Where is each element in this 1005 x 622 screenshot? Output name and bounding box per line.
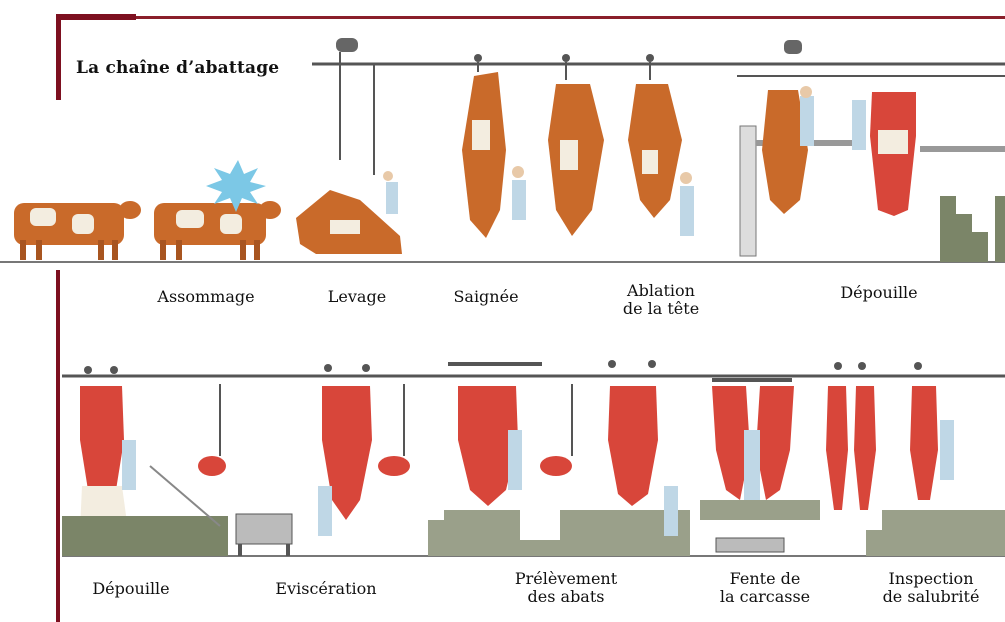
hanging-cow-bleeding-icon bbox=[462, 54, 526, 238]
step-label-evisceration: Eviscération bbox=[256, 580, 396, 598]
step-label-assommage: Assommage bbox=[140, 288, 272, 306]
skinning-platform-bottom-icon bbox=[62, 366, 228, 556]
evisceration-bin-icon bbox=[236, 364, 410, 556]
hanging-cow-headless-icon bbox=[628, 54, 694, 236]
step-label-depouille-top: Dépouille bbox=[824, 284, 934, 302]
hanging-cow-icon bbox=[548, 54, 604, 236]
step-label-depouille-bottom: Dépouille bbox=[76, 580, 186, 598]
step-label-fente-carcasse: Fente de la carcasse bbox=[700, 570, 830, 606]
carcass-splitting-icon bbox=[700, 378, 820, 552]
cow-stunned-icon bbox=[154, 160, 281, 260]
offal-removal-icon bbox=[428, 360, 690, 556]
step-label-saignee: Saignée bbox=[436, 288, 536, 306]
skinning-platform-top-icon bbox=[740, 40, 1005, 262]
step-label-ablation-tete: Ablation de la tête bbox=[600, 282, 722, 318]
lifting-hoist-icon bbox=[296, 38, 402, 254]
health-inspection-icon bbox=[826, 362, 1005, 556]
step-label-levage: Levage bbox=[316, 288, 398, 306]
step-label-inspection-salubrite: Inspection de salubrité bbox=[862, 570, 1000, 606]
cow-standing-icon bbox=[14, 201, 141, 260]
step-label-prelevement-abats: Prélèvement des abats bbox=[496, 570, 636, 606]
